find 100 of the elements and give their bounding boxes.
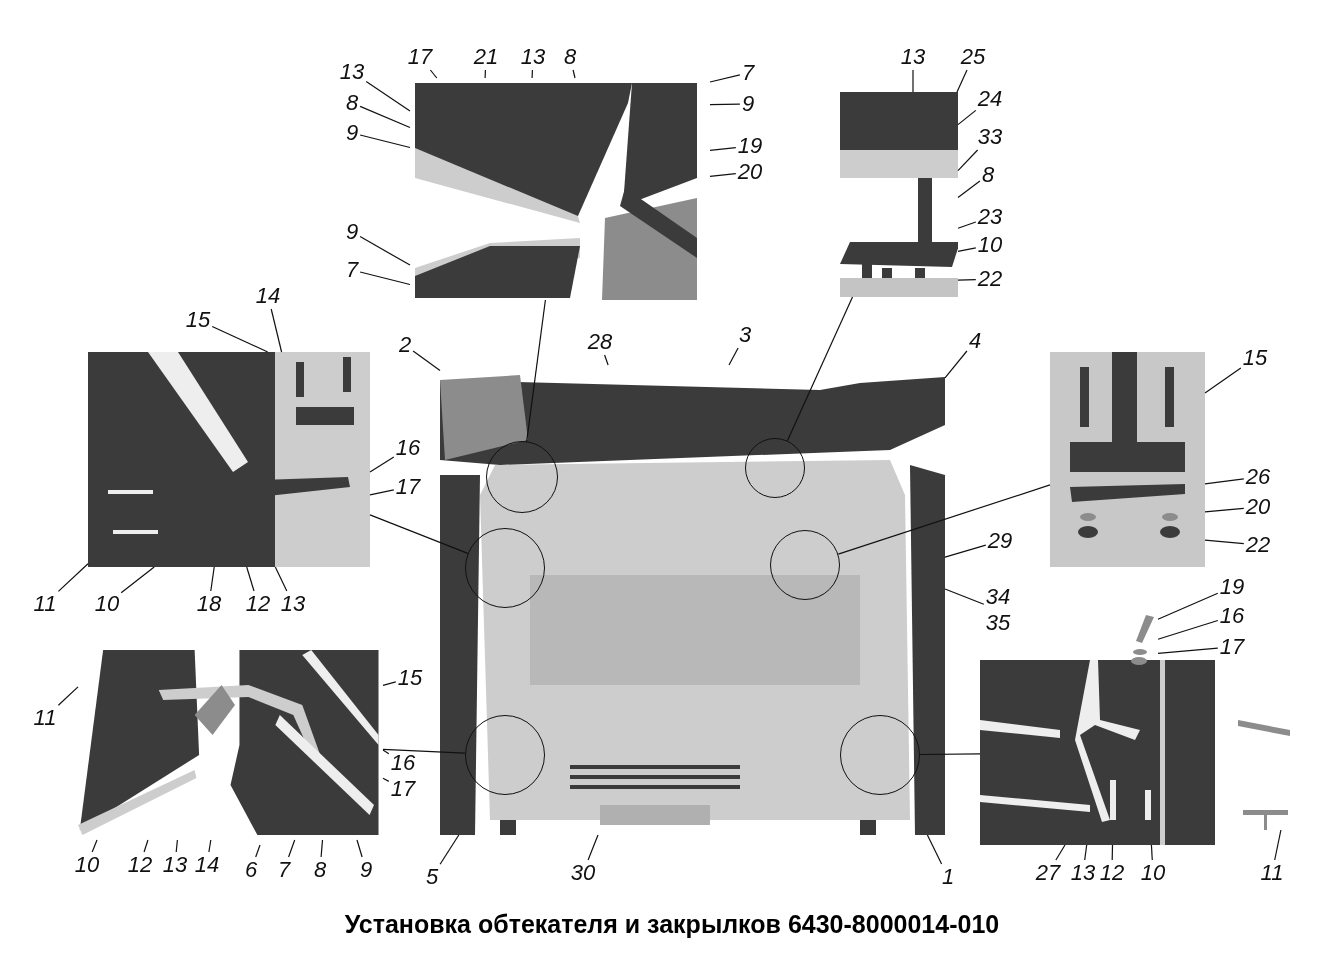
callout-number: 2 (398, 334, 412, 356)
callout-number: 11 (33, 593, 57, 615)
leader-line (604, 354, 609, 366)
leader-line (359, 236, 411, 266)
leader-line (957, 221, 977, 229)
callout-number: 5 (425, 866, 439, 888)
callout-number: 17 (1219, 636, 1245, 658)
callout-number: 16 (1219, 605, 1245, 627)
callout-number: 33 (977, 126, 1003, 148)
callout-number: 8 (313, 859, 327, 881)
callout-number: 11 (1260, 862, 1284, 884)
leader-line (91, 839, 98, 853)
callout-number: 24 (977, 88, 1003, 110)
callout-number: 7 (741, 62, 755, 84)
leader-line (957, 149, 979, 172)
callout-number: 17 (395, 476, 421, 498)
leader-line (359, 105, 411, 129)
leader-line (1274, 829, 1282, 861)
callout-number: 12 (127, 854, 153, 876)
leader-line (1204, 539, 1245, 545)
callout-number: 10 (977, 234, 1003, 256)
callout-number: 13 (162, 854, 188, 876)
leader-line (382, 681, 397, 686)
leader-line (57, 686, 79, 706)
leader-line (270, 308, 283, 353)
leader-line (587, 834, 599, 861)
callout-number: 20 (737, 161, 763, 183)
leader-line (246, 566, 255, 592)
connector-line (369, 514, 469, 554)
callout-number: 14 (194, 854, 220, 876)
callout-number: 7 (277, 859, 291, 881)
callout-number: 8 (981, 164, 995, 186)
callout-number: 13 (339, 61, 365, 83)
callout-number: 9 (741, 93, 755, 115)
callout-number: 22 (1245, 534, 1271, 556)
leader-line (944, 350, 968, 379)
callout-number: 9 (345, 221, 359, 243)
callout-number: 30 (570, 862, 596, 884)
leader-line (429, 69, 438, 79)
leader-line (1157, 619, 1219, 640)
leader-line (709, 173, 737, 177)
leader-line (359, 134, 411, 149)
callout-number: 10 (94, 593, 120, 615)
leader-line (175, 839, 178, 853)
leader-line (1204, 478, 1245, 485)
leader-line (1204, 507, 1245, 513)
callout-number: 23 (977, 206, 1003, 228)
leader-line (709, 147, 737, 151)
callout-number: 27 (1035, 862, 1061, 884)
leader-line (728, 347, 739, 366)
callout-number: 8 (345, 92, 359, 114)
leader-line (912, 69, 914, 93)
callout-number: 12 (1099, 862, 1125, 884)
leader-line (208, 839, 212, 853)
connector-line (786, 296, 854, 442)
title: Установка обтекателя и закрылков 6430-8000014-010 (344, 910, 1000, 939)
connector-line (919, 753, 981, 756)
leader-line (439, 834, 460, 865)
leader-line (320, 839, 324, 858)
leader-line (412, 350, 441, 372)
leader-line (957, 109, 977, 126)
leader-line (1157, 592, 1219, 620)
leader-line (369, 456, 395, 473)
leader-line (957, 247, 977, 252)
callout-number: 15 (185, 309, 211, 331)
callout-number: 3 (738, 324, 752, 346)
connector-line (382, 748, 466, 754)
callout-number: 15 (1242, 347, 1268, 369)
leader-line (957, 279, 977, 281)
leader-line (1055, 844, 1066, 861)
leader-line (956, 69, 968, 93)
callout-number: 22 (977, 268, 1003, 290)
callout-number: 17 (390, 778, 416, 800)
leader-line (531, 69, 533, 79)
callout-number: 21 (473, 46, 499, 68)
leader-line (1111, 844, 1114, 861)
callout-number: 13 (1070, 862, 1096, 884)
callout-number: 12 (245, 593, 271, 615)
callout-number: 13 (280, 593, 306, 615)
callout-number: 4 (968, 330, 982, 352)
callout-number: 9 (345, 122, 359, 144)
callout-number: 15 (397, 667, 423, 689)
leader-line (484, 69, 486, 79)
leader-line (143, 839, 149, 853)
callout-number: 17 (407, 46, 433, 68)
leader-line (944, 544, 987, 558)
callout-number: 8 (563, 46, 577, 68)
leader-line (382, 777, 390, 782)
leader-line (957, 180, 981, 199)
connector-line (837, 484, 1051, 555)
callout-number: 29 (987, 530, 1013, 552)
leader-line (709, 103, 741, 106)
leader-line (57, 563, 89, 592)
leader-line (1150, 844, 1153, 861)
leader-line (365, 81, 411, 112)
callout-number: 28 (587, 331, 613, 353)
callout-number: 11 (33, 707, 57, 729)
callout-number: 26 (1245, 466, 1271, 488)
callout-number: 34 (985, 586, 1011, 608)
callout-number: 13 (520, 46, 546, 68)
